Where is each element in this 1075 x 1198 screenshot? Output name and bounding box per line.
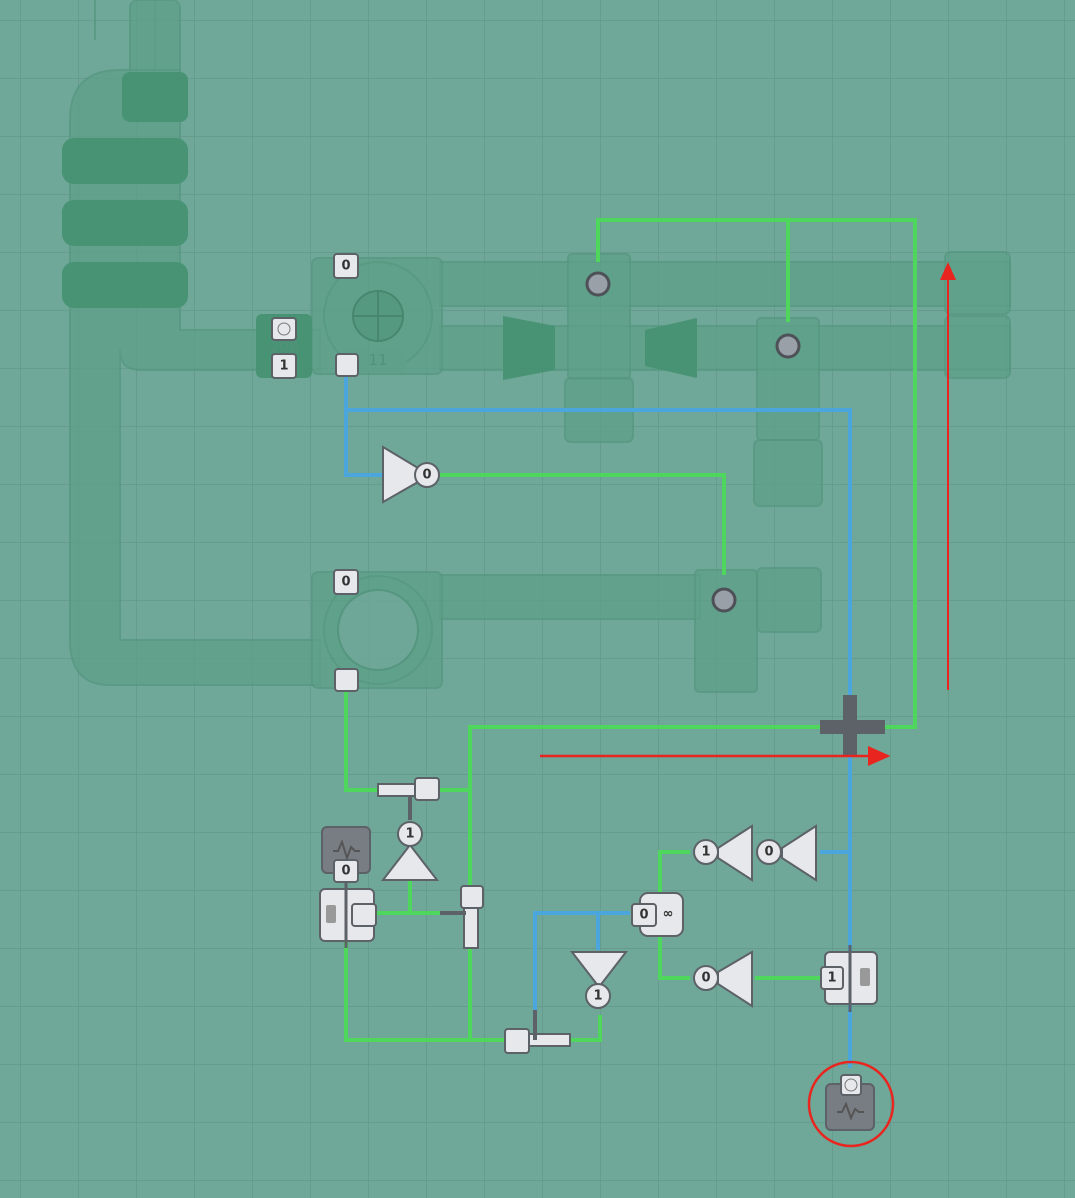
signal-bottom[interactable]: 0	[333, 569, 359, 595]
balancer-count: 11	[368, 351, 387, 369]
balancer-bottom	[311, 571, 443, 689]
reader-b[interactable]	[775, 333, 801, 359]
producer-signal[interactable]: 1	[271, 317, 297, 379]
svg-text:0: 0	[341, 575, 350, 590]
belt-lower	[439, 574, 701, 620]
gate-b[interactable]: 1	[569, 951, 629, 1009]
svg-text:0: 0	[341, 259, 350, 274]
inverter-top[interactable]: 0	[382, 445, 440, 504]
switch[interactable]: 1	[820, 945, 878, 1012]
transistor-mid[interactable]	[440, 885, 484, 949]
annotations	[540, 262, 956, 1148]
pulse-icon	[837, 1101, 864, 1121]
balancer-top: 11	[311, 257, 443, 375]
filter-a	[503, 316, 555, 380]
inverter-right-2[interactable]: 0	[756, 824, 817, 882]
highlight-circle	[807, 1060, 895, 1148]
signal-icon: ∞	[663, 907, 674, 922]
output-display[interactable]	[825, 1074, 875, 1131]
balancer-output-port[interactable]	[335, 353, 359, 377]
item-producer: 208	[256, 314, 312, 378]
trash-bins	[564, 251, 1011, 633]
svg-text:1: 1	[405, 827, 414, 842]
svg-text:0: 0	[701, 971, 710, 986]
sensor[interactable]: 0 ∞	[631, 892, 684, 937]
wire-crossing-icon[interactable]	[820, 695, 885, 755]
svg-text:0: 0	[341, 864, 350, 879]
reader-c[interactable]	[711, 587, 737, 613]
inverter-low[interactable]: 0	[693, 950, 753, 1008]
svg-text:0: 0	[639, 908, 648, 923]
belt-top	[439, 261, 1011, 307]
svg-text:0: 0	[764, 845, 773, 860]
signal-top[interactable]: 0	[333, 253, 359, 279]
svg-text:1: 1	[701, 845, 710, 860]
inverter-right-1[interactable]: 1	[693, 824, 753, 882]
trash-icon	[753, 439, 823, 507]
filter-b	[645, 318, 697, 378]
wires	[344, 218, 917, 1068]
trash-icon	[944, 315, 1011, 379]
trash-icon	[944, 251, 1011, 315]
svg-text:0: 0	[422, 468, 431, 483]
transistor-top[interactable]	[377, 777, 440, 820]
trash-icon	[756, 567, 822, 633]
reader-a[interactable]	[585, 271, 611, 297]
producer-label: 208	[270, 338, 299, 356]
svg-text:1: 1	[593, 989, 602, 1004]
svg-text:1: 1	[827, 971, 836, 986]
display[interactable]: 0	[321, 826, 371, 883]
pulse-icon	[333, 839, 360, 862]
splitter-stack	[62, 72, 188, 308]
gate-a[interactable]: 1	[380, 821, 440, 881]
balancer-bottom-port[interactable]	[334, 668, 359, 692]
lever[interactable]	[319, 882, 377, 948]
transistor-bottom[interactable]	[504, 1010, 571, 1054]
svg-text:1: 1	[279, 359, 288, 374]
